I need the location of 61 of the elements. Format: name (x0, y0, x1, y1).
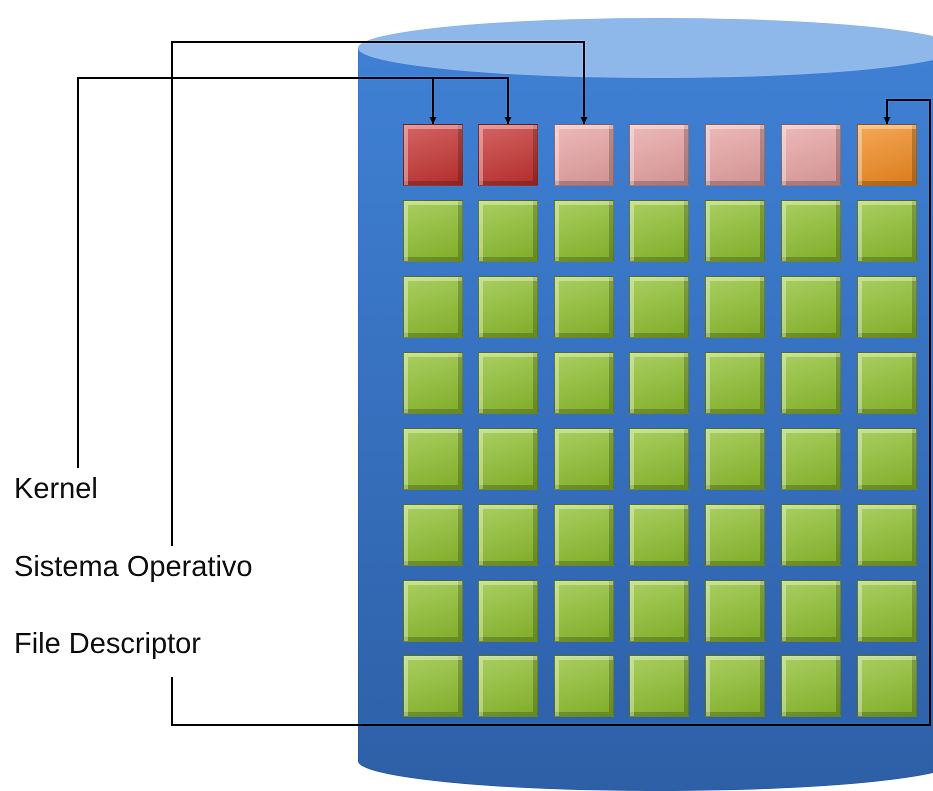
storage-block (554, 580, 614, 642)
storage-block (403, 655, 463, 717)
storage-block (478, 504, 538, 566)
storage-block (781, 124, 841, 186)
storage-block (857, 428, 917, 490)
storage-block (857, 655, 917, 717)
storage-block (781, 200, 841, 262)
storage-block (857, 580, 917, 642)
storage-block (629, 580, 689, 642)
storage-block (705, 580, 765, 642)
storage-block (403, 124, 463, 186)
text-label: Sistema Operativo (14, 550, 253, 584)
storage-block (478, 580, 538, 642)
storage-block (629, 428, 689, 490)
storage-block (478, 655, 538, 717)
storage-block (478, 276, 538, 338)
storage-block (857, 504, 917, 566)
storage-block (781, 428, 841, 490)
leader-arrow (171, 99, 931, 726)
storage-block (554, 352, 614, 414)
storage-block (403, 276, 463, 338)
storage-block (781, 655, 841, 717)
storage-block (781, 352, 841, 414)
storage-block (629, 200, 689, 262)
text-label: File Descriptor (14, 627, 201, 661)
storage-block (478, 428, 538, 490)
storage-block (629, 655, 689, 717)
storage-block (629, 352, 689, 414)
leader-arrow (171, 41, 588, 546)
storage-block (629, 124, 689, 186)
storage-block (857, 124, 917, 186)
storage-block (857, 352, 917, 414)
storage-block (554, 428, 614, 490)
storage-block (705, 200, 765, 262)
storage-block (705, 655, 765, 717)
storage-block (554, 504, 614, 566)
storage-block (705, 504, 765, 566)
storage-block (857, 200, 917, 262)
storage-block (705, 428, 765, 490)
storage-block (705, 276, 765, 338)
storage-block (781, 580, 841, 642)
storage-block (554, 655, 614, 717)
storage-block (857, 276, 917, 338)
storage-block (478, 124, 538, 186)
storage-block (554, 124, 614, 186)
storage-block (403, 504, 463, 566)
storage-block (629, 504, 689, 566)
storage-block (403, 580, 463, 642)
storage-block (478, 200, 538, 262)
storage-block (554, 276, 614, 338)
storage-block (554, 200, 614, 262)
storage-block (629, 276, 689, 338)
storage-block (781, 276, 841, 338)
storage-block (403, 352, 463, 414)
storage-block (478, 352, 538, 414)
storage-block (705, 352, 765, 414)
storage-block (403, 428, 463, 490)
text-label: Kernel (14, 472, 98, 506)
storage-block (705, 124, 765, 186)
storage-block (781, 504, 841, 566)
storage-block (403, 200, 463, 262)
